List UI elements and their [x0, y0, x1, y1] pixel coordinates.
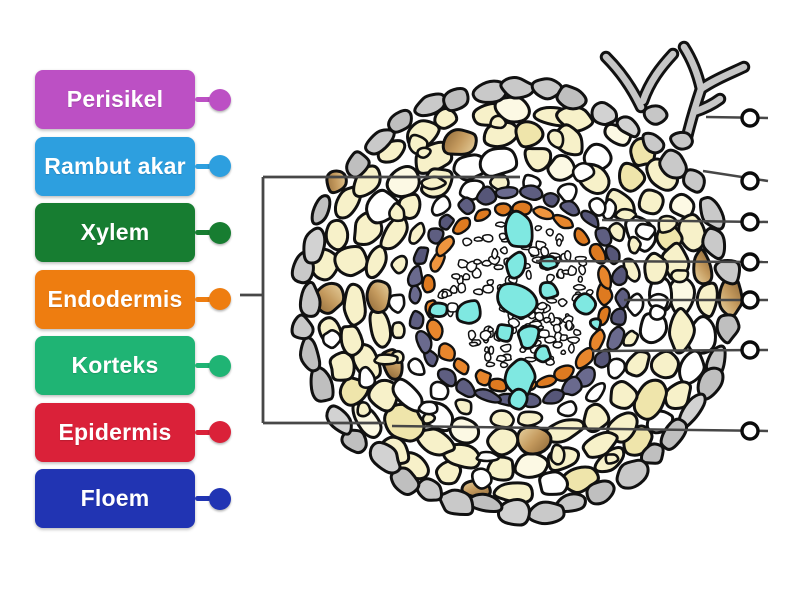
label-pin-dot [209, 155, 231, 177]
label-pin-dot [209, 421, 231, 443]
label-chip-epidermis[interactable]: Epidermis [35, 402, 231, 462]
label-pin-dot [209, 288, 231, 310]
leader-line-7 [391, 424, 769, 433]
label-chip-perisikel[interactable]: Perisikel [35, 70, 231, 129]
label-chip-xylem[interactable]: Xylem [35, 203, 231, 262]
label-pin-line [195, 230, 211, 235]
leader-line-6 [591, 348, 769, 353]
label-chip-korteks[interactable]: Korteks [35, 336, 231, 395]
answer-target-6[interactable] [740, 340, 760, 360]
leader-lines [391, 115, 769, 433]
label-text: Korteks [71, 352, 159, 378]
answer-target-2[interactable] [740, 171, 760, 191]
answer-targets [740, 108, 760, 441]
label-text: Perisikel [66, 86, 164, 112]
label-pin-dot [209, 221, 231, 244]
label-pin-dot [209, 487, 231, 510]
label-pin-line [195, 296, 211, 302]
answer-target-7[interactable] [740, 421, 760, 441]
label-text: Rambut akar [44, 152, 186, 179]
label-pin-line [195, 97, 211, 102]
answer-target-3[interactable] [740, 212, 760, 232]
label-pin-line [195, 496, 211, 501]
label-text: Endodermis [47, 285, 183, 312]
bracket-connector-line [240, 175, 520, 425]
label-text: Epidermis [58, 418, 172, 445]
answer-target-5[interactable] [740, 290, 760, 310]
label-chip-endodermis[interactable]: Endodermis [35, 269, 231, 329]
root-hairs-illustration [599, 40, 751, 151]
label-pin-line [195, 429, 211, 435]
label-pin-line [195, 163, 211, 169]
label-pin-dot [209, 88, 231, 111]
label-text: Xylem [80, 219, 150, 245]
label-text: Floem [80, 485, 150, 511]
answer-target-4[interactable] [740, 252, 760, 272]
answer-target-1[interactable] [740, 108, 760, 128]
label-chip-rambut-akar[interactable]: Rambut akar [35, 136, 231, 196]
label-pin-line [195, 363, 211, 368]
leader-line-4 [535, 259, 769, 264]
cell-tissue-illustration [290, 76, 744, 527]
label-pin-dot [209, 354, 231, 377]
label-chip-floem[interactable]: Floem [35, 469, 231, 528]
